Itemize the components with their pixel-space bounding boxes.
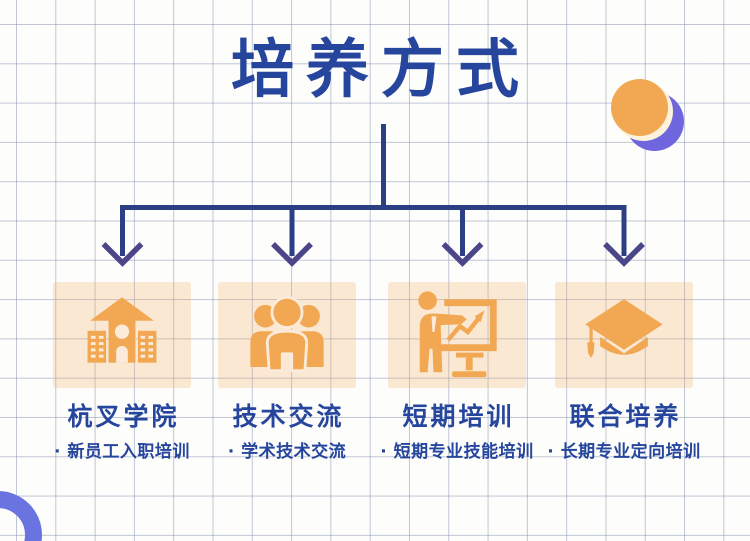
column-title: 杭叉学院 bbox=[67, 402, 180, 431]
icon-box bbox=[388, 282, 526, 388]
column-subtitle: · 长期专业定向培训 bbox=[547, 442, 701, 462]
column-title: 短期培训 bbox=[402, 402, 515, 431]
column-subtitle: · 新员工入职培训 bbox=[54, 442, 190, 462]
arrow-down-icon bbox=[603, 242, 645, 267]
team-icon bbox=[250, 295, 324, 373]
graduation-cap-icon bbox=[585, 299, 663, 358]
arrow-down-icon bbox=[271, 242, 313, 267]
school-building-icon bbox=[87, 297, 157, 363]
decor-circle-orange bbox=[611, 79, 668, 136]
column-subtitle: · 短期专业技能培训 bbox=[380, 442, 534, 462]
presentation-whiteboard-icon bbox=[418, 291, 497, 378]
arrow-down-icon bbox=[441, 242, 484, 267]
arrow-down-icon bbox=[101, 242, 144, 267]
page-title: 培养方式 bbox=[231, 33, 531, 106]
icon-box bbox=[53, 282, 191, 388]
column-title: 联合培养 bbox=[569, 402, 682, 431]
icon-box bbox=[555, 282, 693, 388]
column-subtitle: · 学术技术交流 bbox=[227, 442, 347, 462]
column-title: 技术交流 bbox=[232, 402, 345, 431]
icon-box bbox=[218, 282, 356, 388]
